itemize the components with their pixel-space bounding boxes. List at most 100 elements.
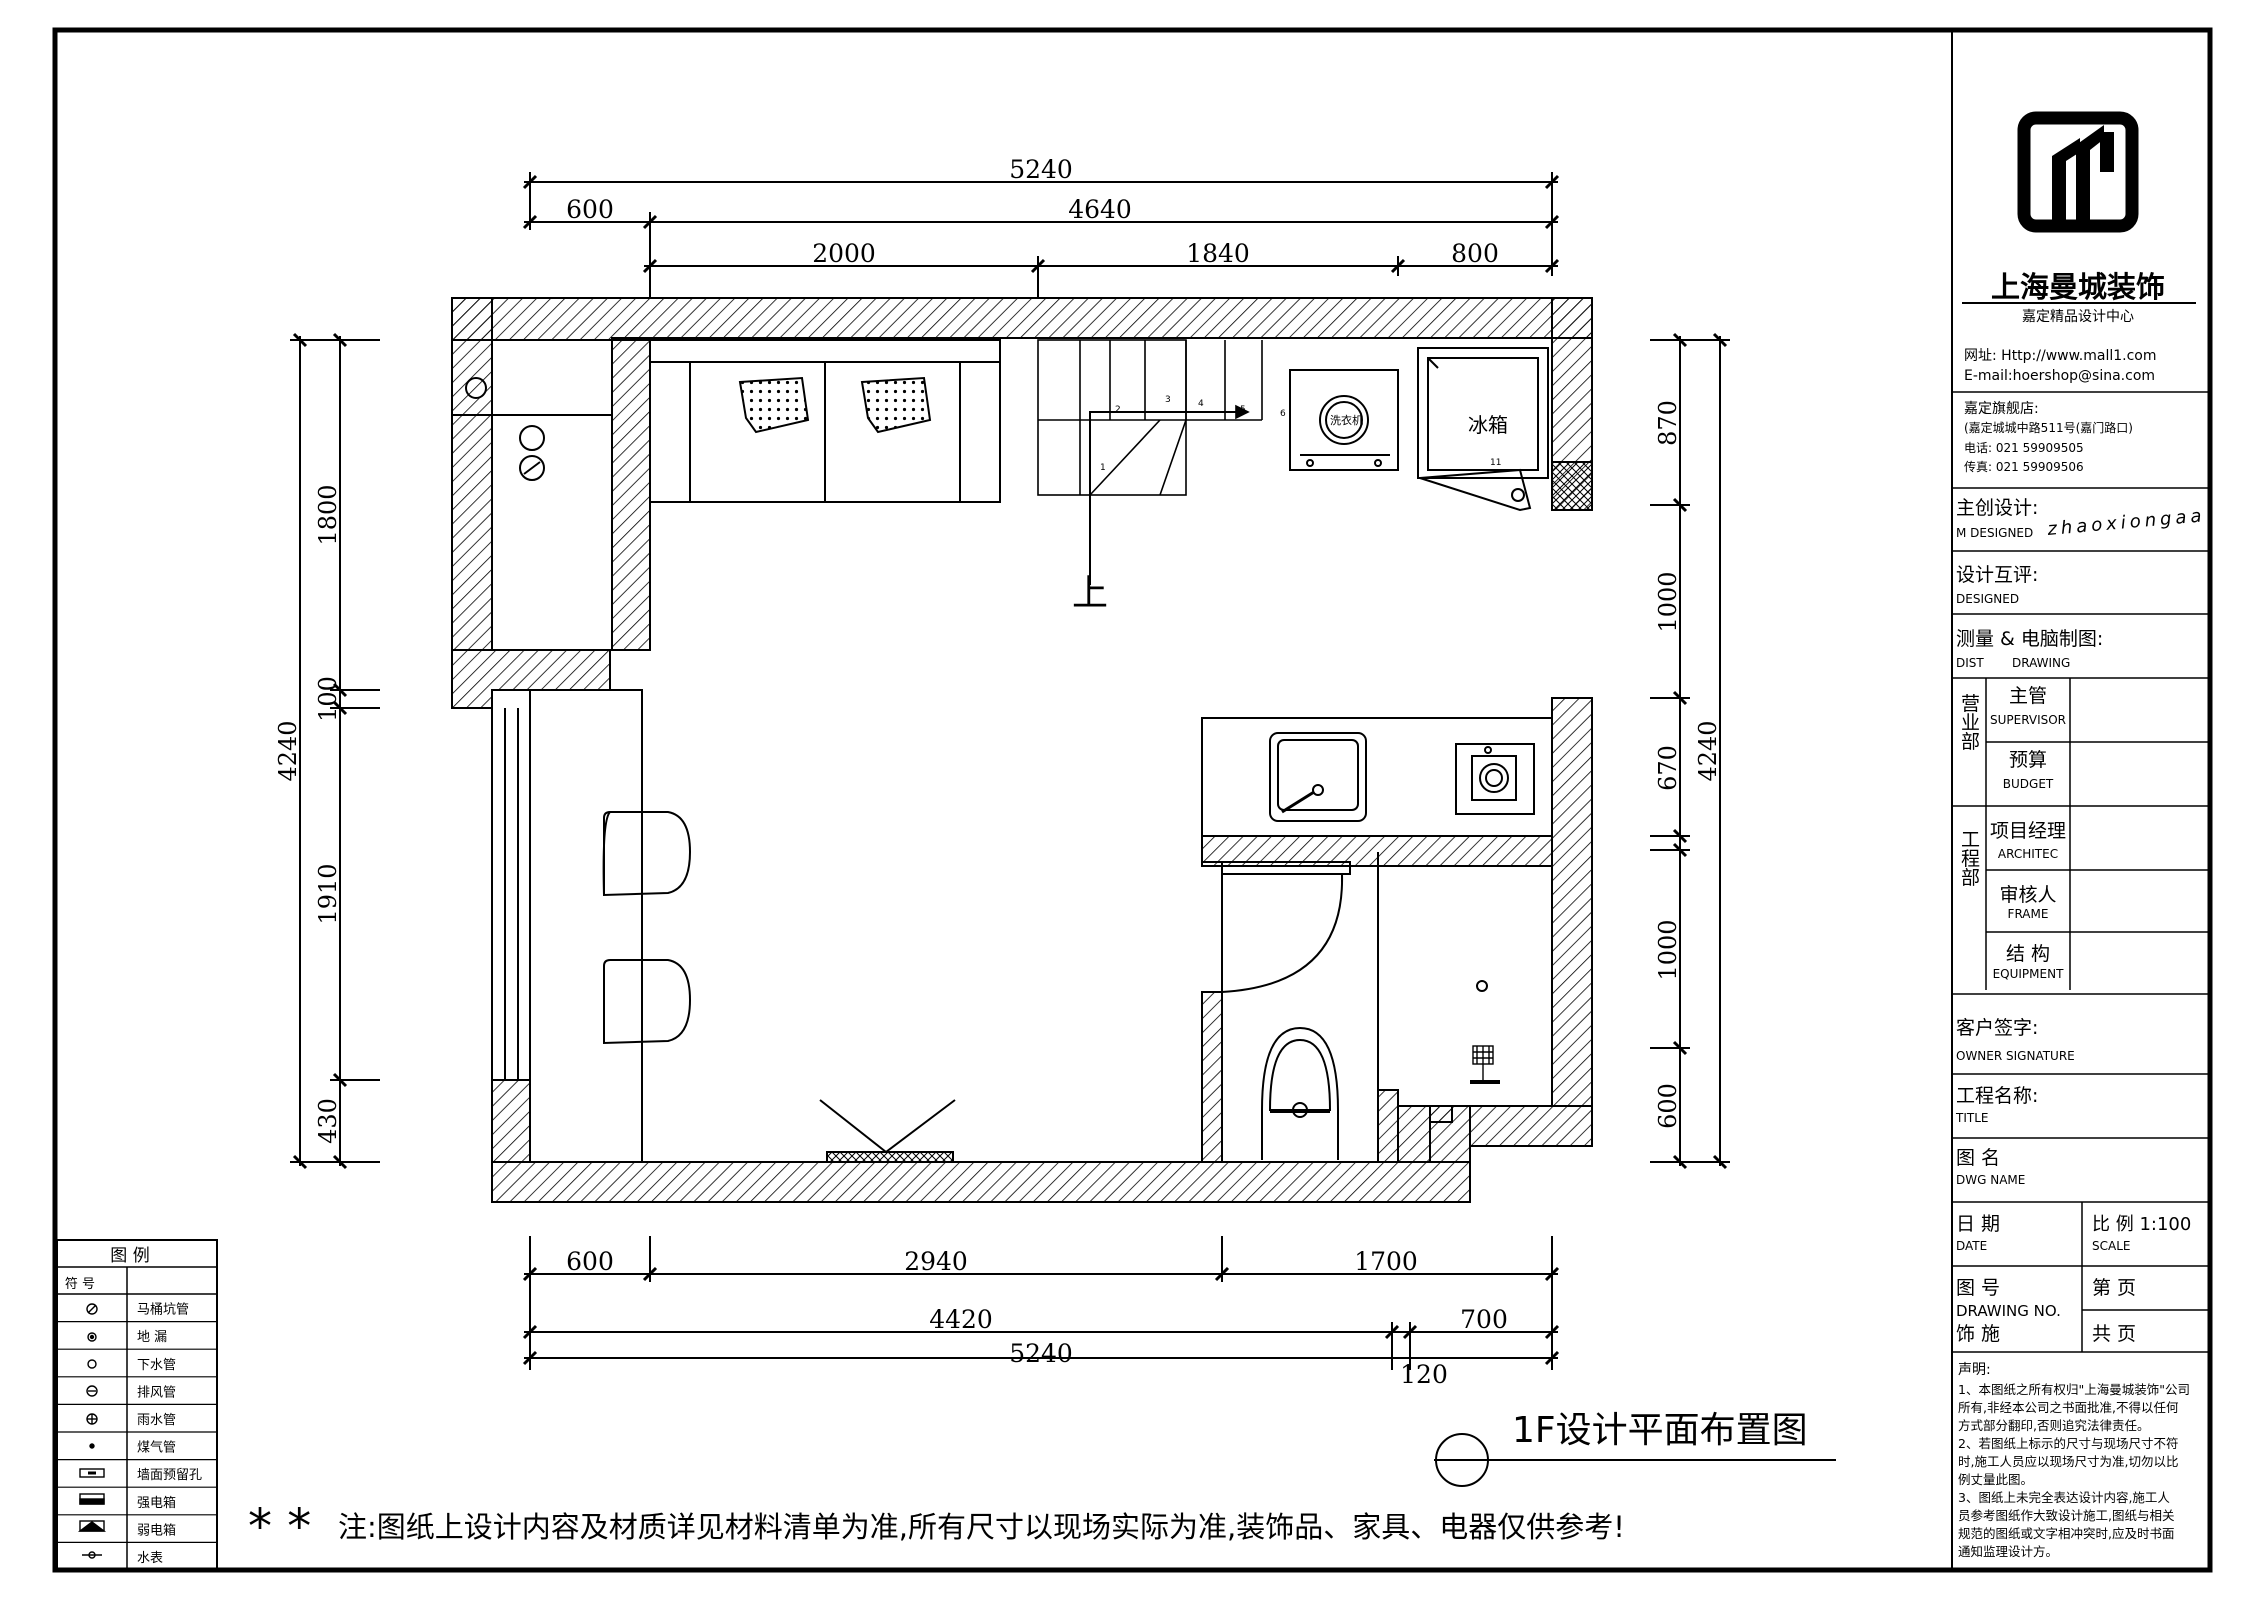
drawing-name-en: DWG NAME [1956, 1173, 2025, 1187]
footer-stars: * * [248, 1499, 311, 1555]
sofa [649, 339, 1001, 503]
date-en: DATE [1956, 1239, 1987, 1253]
legend-item-label: 水表 [137, 1551, 163, 1566]
notice-text: 1、本图纸之所有权归"上海曼城装饰"公司所有,非经本公司之书面批准,不得以任何方… [1958, 1382, 2190, 1559]
rain-pipe-icon [86, 1413, 98, 1425]
bathroom-door [1202, 861, 1351, 993]
cushion-icon [738, 376, 810, 434]
dim-right-1000a: 1000 [1654, 571, 1682, 632]
legend-item-label: 强电箱 [137, 1495, 176, 1511]
notice-line: 规范的图纸或文字相冲突时,应及时书面 [1958, 1526, 2174, 1541]
date-label: 日 期 [1956, 1213, 2000, 1235]
dim-right-600: 600 [1654, 1083, 1682, 1129]
stair-step-6: 6 [1280, 409, 1286, 419]
company-name: 上海曼城装饰 [1991, 270, 2165, 304]
survey-en-1: DIST [1956, 656, 1984, 670]
dim-top-4640: 4640 [1068, 195, 1132, 224]
weak-box-icon [77, 1520, 107, 1532]
dim-right-670: 670 [1654, 745, 1682, 791]
survey-en-2: DRAWING [2012, 656, 2070, 670]
structure-label: 结 构 [2006, 943, 2050, 965]
page-number: 第 页 [2092, 1277, 2136, 1299]
toilet-pipe-icon [86, 1303, 98, 1315]
dimensions-left [290, 332, 380, 1170]
dim-top-800: 800 [1451, 239, 1499, 268]
drain-pipe-icon [87, 1359, 97, 1369]
exhaust-pipe-icon [86, 1385, 98, 1397]
sink-icon [1269, 732, 1367, 822]
scale-label: 比 例 1:100 [2092, 1214, 2191, 1235]
stair-step-3: 3 [1165, 395, 1171, 405]
chief-designer-en: M DESIGNED [1956, 526, 2033, 540]
sales-dept-label: 营业部 [1958, 693, 1980, 750]
legend-item-label: 弱电箱 [137, 1522, 176, 1538]
dim-left-100: 100 [314, 676, 342, 722]
notice-line: 例丈量此图。 [1958, 1472, 2033, 1487]
left-cabinet [451, 339, 613, 651]
owner-signature-label: 客户签字: [1956, 1017, 2038, 1039]
company-subtitle: 嘉定精品设计中心 [2022, 309, 2134, 325]
dim-top-600: 600 [566, 195, 614, 224]
pipe-shaft [1551, 461, 1593, 511]
toilet-icon [1261, 1026, 1339, 1160]
dimension-labels-top: 5240 600 4640 2000 1840 800 [566, 155, 1499, 268]
notice-title: 声明: [1958, 1362, 1991, 1378]
legend-item-label: 墙面预留孔 [137, 1468, 202, 1483]
owner-signature-en: OWNER SIGNATURE [1956, 1049, 2075, 1063]
decor-label: 饰 施 [1956, 1323, 2000, 1345]
dim-left-430: 430 [314, 1098, 342, 1144]
supervisor-en: SUPERVISOR [1990, 713, 2066, 727]
legend-item-label: 煤气管 [137, 1440, 176, 1456]
dim-top-total: 5240 [1009, 155, 1073, 184]
project-name-label: 工程名称: [1956, 1085, 2038, 1107]
dim-bottom-4420: 4420 [929, 1305, 993, 1334]
dimension-labels-bottom: 600 2940 1700 4420 700 5240 120 [566, 1247, 1508, 1389]
company-email: E-mail:hoershop@sina.com [1964, 368, 2155, 384]
shop-fax: 传真: 021 59909506 [1964, 459, 2084, 474]
dimensions-top [522, 172, 1560, 298]
structure-en: EQUIPMENT [1993, 967, 2064, 981]
design-review-en: DESIGNED [1956, 592, 2019, 606]
dim-right-870: 870 [1654, 400, 1682, 446]
dim-bottom-120: 120 [1400, 1360, 1448, 1389]
chief-designer-label: 主创设计: [1956, 497, 2038, 519]
shop-address: (嘉定城城中路511号(嘉门路口) [1964, 420, 2133, 435]
water-meter-legend-icon [82, 1551, 102, 1559]
stair-step-5: 5 [1240, 405, 1246, 415]
drawing-title: 1F设计平面布置图 [1434, 1410, 1836, 1487]
fridge-label: 冰箱 [1468, 413, 1508, 437]
notice-line: 所有,非经本公司之书面批准,不得以任何 [1958, 1400, 2179, 1415]
kitchen-counter [1201, 697, 1592, 837]
footer-note: 注:图纸上设计内容及材质详见材料清单为准,所有尺寸以现场实际为准,装饰品、家具、… [338, 1510, 1625, 1544]
drawing-title-text: 1F设计平面布置图 [1512, 1410, 1808, 1451]
water-meter-icon [1470, 1045, 1500, 1084]
stair-step-1: 1 [1100, 463, 1106, 473]
dim-right-4240: 4240 [1694, 720, 1722, 781]
notice-line: 方式部分翻印,否则追究法律责任。 [1958, 1418, 2149, 1433]
designer-signature: zhaoxiongaa [2046, 505, 2207, 540]
legend-symbols [77, 1303, 107, 1559]
stair-step-4: 4 [1198, 399, 1204, 409]
dimension-labels-left: 4240 1800 100 1910 430 [274, 484, 342, 1143]
walls [451, 297, 1593, 1203]
drawing-name-label: 图 名 [1956, 1147, 2000, 1169]
legend-item-label: 地 漏 [137, 1329, 167, 1345]
floor-plan: 1 2 3 4 5 6 11 上 洗衣机 冰箱 [451, 297, 1593, 1203]
reviewer-en: FRAME [2008, 907, 2049, 921]
notice-line: 时,施工人员应以现场尺寸为准,切勿以比 [1958, 1454, 2178, 1469]
pm-label: 项目经理 [1990, 820, 2066, 842]
budget-label: 预算 [2009, 749, 2047, 771]
drawing-number-label: 图 号 [1956, 1277, 2000, 1299]
dim-top-1840: 1840 [1186, 239, 1250, 268]
legend-symbol-header: 符 号 [65, 1276, 95, 1292]
dim-bottom-700: 700 [1460, 1305, 1508, 1334]
notice-line: 3、图纸上未完全表达设计内容,施工人 [1958, 1490, 2170, 1505]
survey-label: 测量 & 电脑制图: [1956, 628, 2103, 650]
reviewer-label: 审核人 [1999, 884, 2056, 906]
page-total: 共 页 [2092, 1323, 2136, 1345]
dim-left-4240: 4240 [274, 720, 302, 781]
dim-bottom-600: 600 [566, 1247, 614, 1276]
floor-drain-legend-icon [87, 1332, 97, 1342]
shop-title: 嘉定旗舰店: [1964, 401, 2039, 417]
